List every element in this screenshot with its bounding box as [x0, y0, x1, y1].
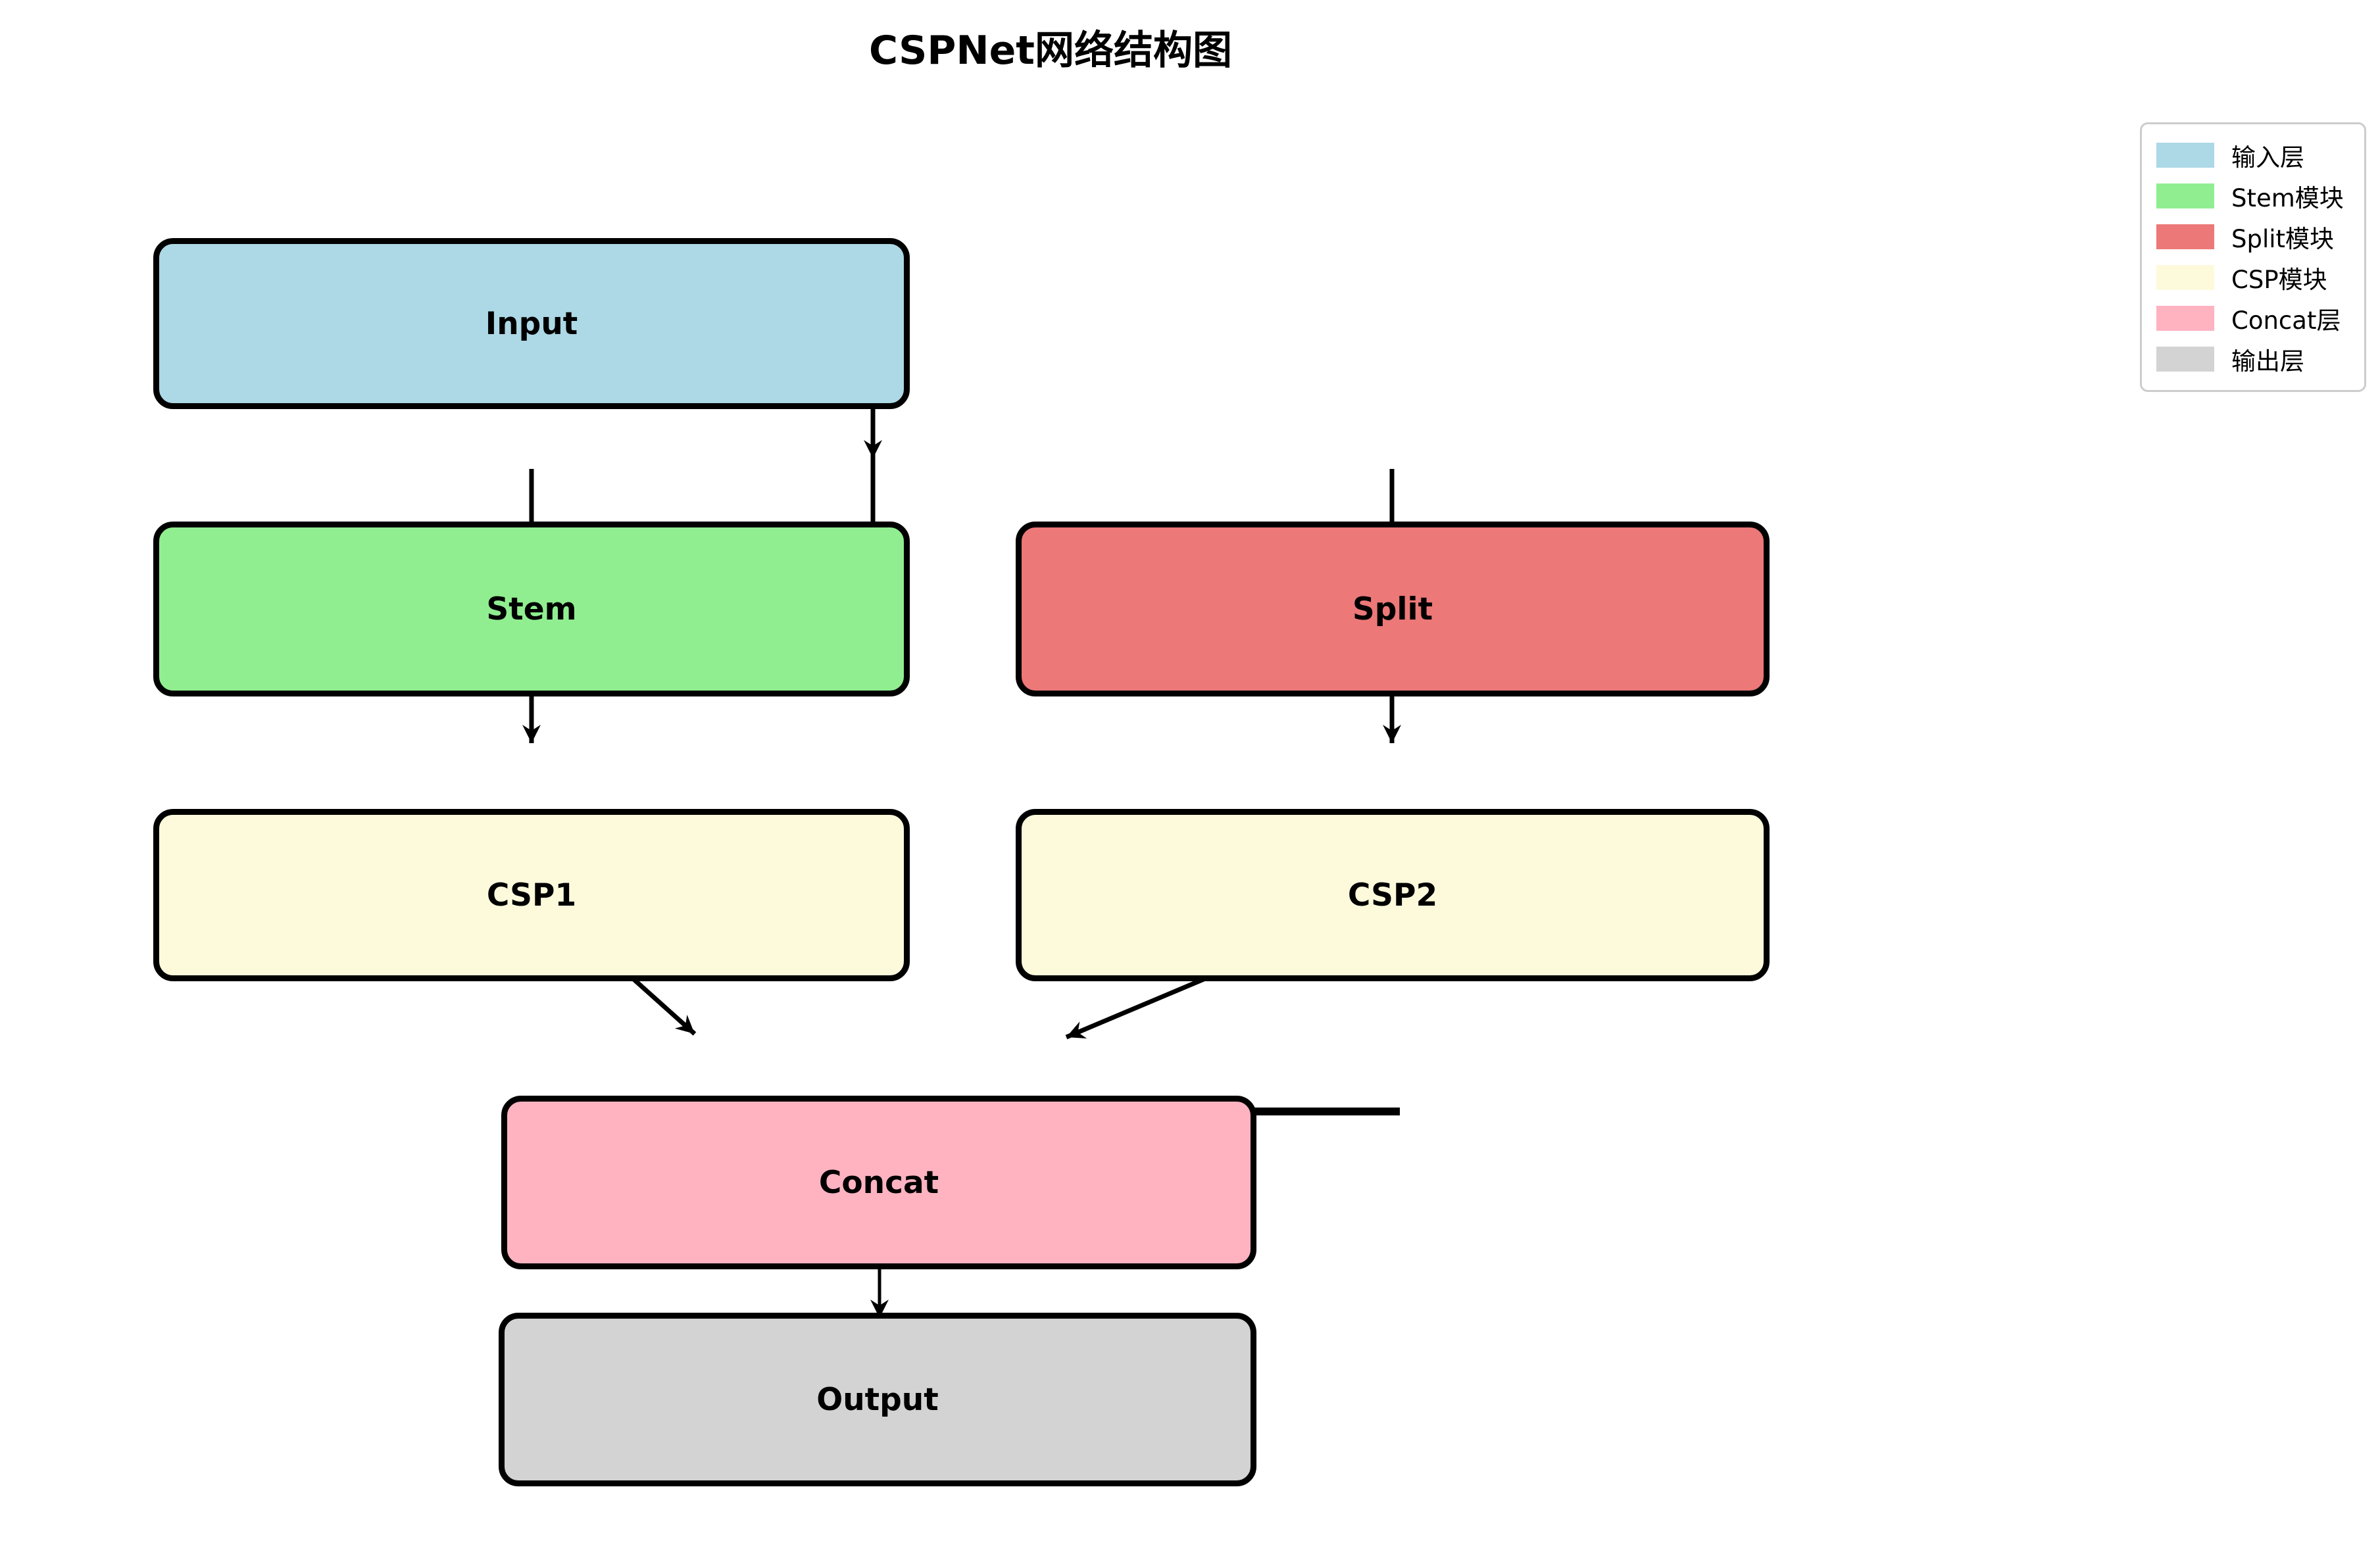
diagram-title: CSPNet网络结构图: [869, 28, 1232, 74]
legend-swatch-output: [2156, 347, 2214, 372]
legend-label: 输入层: [2231, 143, 2304, 172]
legend-label: 输出层: [2231, 347, 2304, 376]
legend-swatch-stem: [2156, 183, 2214, 208]
node-stem-label: Stem: [486, 591, 577, 627]
legend-swatch-csp: [2156, 265, 2214, 290]
node-csp2-label: CSP2: [1347, 877, 1438, 914]
legend-label: Concat层: [2231, 306, 2341, 335]
node-csp1: CSP1: [153, 809, 910, 981]
legend-swatch-concat: [2156, 306, 2214, 331]
node-csp1-label: CSP1: [486, 877, 577, 914]
legend-item: CSP模块: [2156, 257, 2350, 298]
legend-item: Split模块: [2156, 216, 2350, 257]
legend-item: 输入层: [2156, 135, 2350, 176]
legend-label: Stem模块: [2231, 184, 2344, 212]
legend-label: Split模块: [2231, 225, 2335, 253]
legend-item: Stem模块: [2156, 176, 2350, 216]
node-input-label: Input: [485, 305, 578, 342]
node-concat-label: Concat: [818, 1164, 939, 1201]
node-input: Input: [153, 238, 910, 409]
node-output: Output: [499, 1313, 1256, 1486]
legend-item: 输出层: [2156, 339, 2350, 379]
node-stem: Stem: [153, 522, 910, 696]
legend: 输入层 Stem模块 Split模块 CSP模块 Concat层 输出层: [2140, 122, 2366, 392]
node-split-label: Split: [1352, 591, 1433, 627]
legend-label: CSP模块: [2231, 266, 2327, 294]
node-split: Split: [1016, 522, 1770, 696]
legend-swatch-split: [2156, 224, 2214, 249]
legend-item: Concat层: [2156, 298, 2350, 339]
node-csp2: CSP2: [1016, 809, 1770, 981]
node-output-label: Output: [816, 1381, 939, 1418]
legend-swatch-input: [2156, 143, 2214, 168]
node-concat: Concat: [501, 1096, 1256, 1269]
